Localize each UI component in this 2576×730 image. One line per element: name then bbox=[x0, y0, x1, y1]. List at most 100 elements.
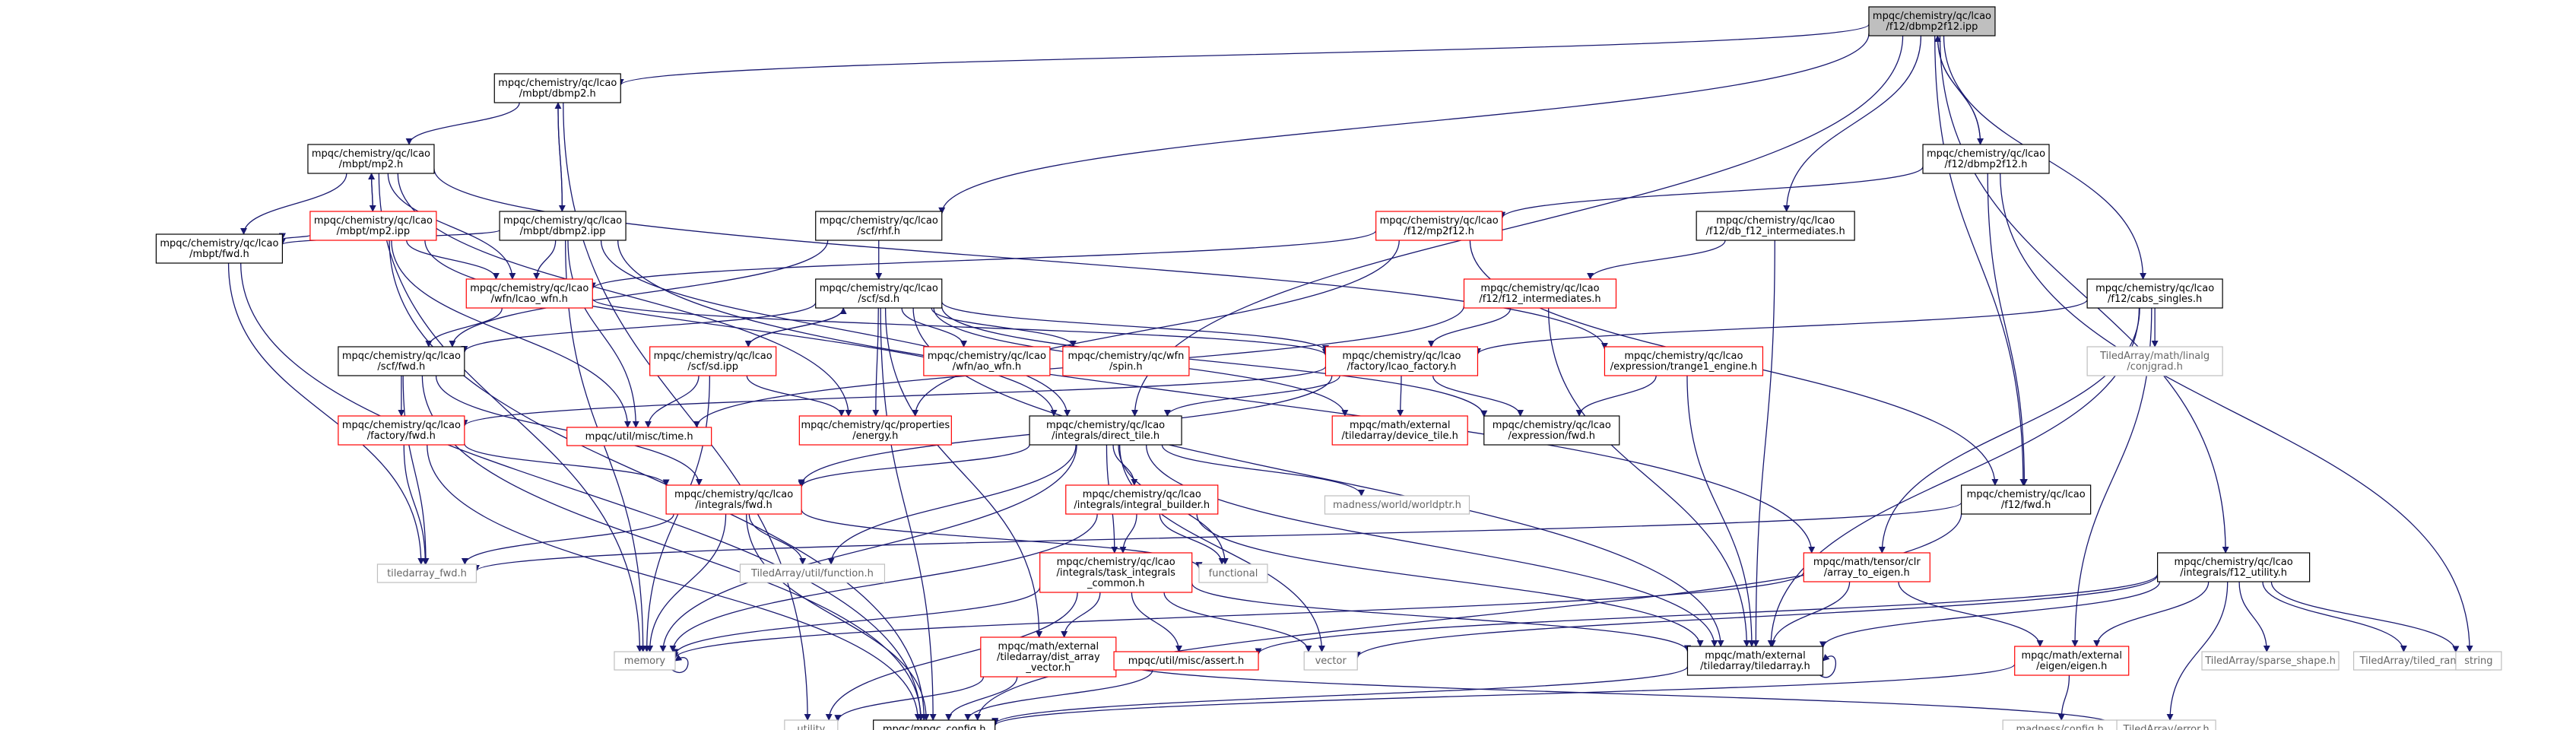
edge-f12utility-to-taerror bbox=[2166, 581, 2229, 721]
file-node-eigen[interactable]: mpqc/math/external/eigen/eigen.h bbox=[2014, 646, 2130, 676]
file-node-box bbox=[307, 144, 435, 174]
file-node-dbmp2ipp[interactable]: mpqc/chemistry/qc/lcao/mbpt/dbmp2.ipp bbox=[499, 211, 627, 241]
file-node-mp2h[interactable]: mpqc/chemistry/qc/lcao/mbpt/mp2.h bbox=[307, 144, 435, 174]
file-node-box bbox=[499, 211, 627, 241]
file-node-trange1[interactable]: mpqc/chemistry/qc/lcao/expression/trange… bbox=[1604, 346, 1764, 376]
file-node-exprfwd[interactable]: mpqc/chemistry/qc/lcao/expression/fwd.h bbox=[1483, 415, 1620, 446]
edge-taskint-to-tiledarrayh bbox=[1191, 582, 1691, 652]
edge-mp2ipp-to-directtile bbox=[424, 240, 1058, 417]
file-node-label: vector bbox=[1315, 655, 1347, 667]
file-node-sparseshape: TiledArray/sparse_shape.h bbox=[2201, 651, 2340, 671]
file-node-box bbox=[309, 211, 437, 241]
file-node-label: mpqc/util/misc/assert.h bbox=[1128, 655, 1245, 667]
file-node-label: mpqc/chemistry/qc/lcao bbox=[1624, 351, 1743, 362]
file-node-mpqcconfig[interactable]: mpqc/mpqc_config.h bbox=[873, 719, 996, 730]
file-node-tiledarrayh[interactable]: mpqc/math/external/tiledarray/tiledarray… bbox=[1686, 646, 1824, 676]
file-node-label: mpqc/chemistry/qc/lcao bbox=[1083, 489, 1201, 500]
edge-root-to-dbf12int bbox=[1783, 35, 1922, 212]
file-node-directtile[interactable]: mpqc/chemistry/qc/lcao/integrals/direct_… bbox=[1029, 415, 1182, 446]
file-node-box bbox=[815, 211, 943, 241]
file-node-distarray[interactable]: mpqc/math/external/tiledarray/dist_array… bbox=[980, 636, 1117, 678]
file-node-mbptfwd[interactable]: mpqc/chemistry/qc/lcao/mbpt/fwd.h bbox=[155, 233, 283, 264]
file-node-mp2ipp[interactable]: mpqc/chemistry/qc/lcao/mbpt/mp2.ipp bbox=[309, 211, 437, 241]
file-node-dbmp2h[interactable]: mpqc/chemistry/qc/lcao/mbpt/dbmp2.h bbox=[493, 73, 621, 103]
file-node-cabs[interactable]: mpqc/chemistry/qc/lcao/f12/cabs_singles.… bbox=[2086, 278, 2223, 309]
file-node-dbmp2f12h[interactable]: mpqc/chemistry/qc/lcao/f12/dbmp2f12.h bbox=[1922, 144, 2050, 174]
file-node-sdipp[interactable]: mpqc/chemistry/qc/lcao/scf/sd.ipp bbox=[649, 346, 777, 376]
edge-assert-to-mpqcconfig bbox=[964, 669, 1153, 721]
file-node-box bbox=[2014, 646, 2130, 676]
file-node-box bbox=[1113, 651, 1259, 671]
edge-intfwd-to-tafunc bbox=[748, 513, 807, 565]
file-node-lcaofactory[interactable]: mpqc/chemistry/qc/lcao/factory/lcao_fact… bbox=[1324, 346, 1479, 376]
file-node-box bbox=[1303, 651, 1358, 671]
file-node-spin[interactable]: mpqc/chemistry/qc/wfn/spin.h bbox=[1062, 346, 1190, 376]
file-node-time[interactable]: mpqc/util/misc/time.h bbox=[566, 427, 712, 446]
file-node-label: mpqc/chemistry/qc/lcao bbox=[1493, 420, 1611, 431]
file-node-label: TiledArray/tiled_range1.h bbox=[2359, 655, 2485, 667]
edge-intbuilder-to-tiledarrayh bbox=[1196, 513, 1704, 647]
edge-cabs-to-arraytoeigen bbox=[1878, 307, 2140, 554]
file-node-intbuilder[interactable]: mpqc/chemistry/qc/lcao/integrals/integra… bbox=[1065, 484, 1219, 515]
file-node-box bbox=[493, 73, 621, 103]
file-node-label: /f12/db_f12_intermediates.h bbox=[1706, 226, 1845, 237]
edge-scffwd-to-tafwd bbox=[402, 375, 430, 565]
file-node-f12fwd[interactable]: mpqc/chemistry/qc/lcao/f12/fwd.h bbox=[1961, 484, 2092, 515]
file-node-label: /integrals/integral_builder.h bbox=[1074, 500, 1210, 511]
file-node-label: /mbpt/fwd.h bbox=[189, 249, 249, 260]
file-node-box bbox=[155, 233, 283, 264]
file-node-f12int[interactable]: mpqc/chemistry/qc/lcao/f12/f12_intermedi… bbox=[1463, 278, 1617, 309]
file-node-box bbox=[1803, 552, 1930, 582]
file-node-scffwd[interactable]: mpqc/chemistry/qc/lcao/scf/fwd.h bbox=[338, 346, 465, 376]
edge-f12fwd-to-tafwd bbox=[473, 502, 1962, 572]
file-node-dbf12int[interactable]: mpqc/chemistry/qc/lcao/f12/db_f12_interm… bbox=[1696, 211, 1855, 241]
file-node-box bbox=[1062, 346, 1190, 376]
file-node-label: mpqc/chemistry/qc/lcao bbox=[1967, 489, 2086, 500]
file-node-assert[interactable]: mpqc/util/misc/assert.h bbox=[1113, 651, 1259, 671]
file-node-box bbox=[815, 278, 943, 309]
file-node-label: mpqc/chemistry/qc/lcao bbox=[654, 351, 772, 362]
edge-taskint-to-memory bbox=[671, 586, 1041, 656]
file-node-label: TiledArray/sparse_shape.h bbox=[2204, 655, 2336, 667]
file-node-box bbox=[2157, 552, 2311, 582]
file-node-utility: utility bbox=[784, 719, 839, 730]
edge-taskint-to-vector bbox=[1163, 592, 1312, 652]
file-node-scfsd[interactable]: mpqc/chemistry/qc/lcao/scf/sd.h bbox=[815, 278, 943, 309]
file-node-label: mpqc/chemistry/qc/lcao bbox=[1927, 148, 2045, 160]
file-node-worldptr: madness/world/worldptr.h bbox=[1324, 495, 1470, 515]
file-node-box bbox=[1868, 6, 1996, 36]
edge-root-to-f12utility bbox=[1939, 35, 2229, 554]
edge-taskint-to-assert bbox=[1131, 592, 1183, 652]
file-node-f12utility[interactable]: mpqc/chemistry/qc/lcao/integrals/f12_uti… bbox=[2157, 552, 2311, 582]
file-node-label: /wfn/ao_wfn.h bbox=[953, 361, 1021, 373]
file-node-intfwd[interactable]: mpqc/chemistry/qc/lcao/integrals/fwd.h bbox=[665, 484, 802, 515]
file-node-rhf[interactable]: mpqc/chemistry/qc/lcao/scf/rhf.h bbox=[815, 211, 943, 241]
file-node-factfwd[interactable]: mpqc/chemistry/qc/lcao/factory/fwd.h bbox=[338, 415, 465, 446]
file-nodes: mpqc/chemistry/qc/lcao/f12/dbmp2f12.ipp m… bbox=[155, 6, 2502, 730]
file-node-label: /integrals/direct_tile.h bbox=[1052, 430, 1160, 442]
file-node-label: functional bbox=[1209, 568, 1258, 579]
file-node-energy[interactable]: mpqc/chemistry/qc/properties/energy.h bbox=[798, 415, 952, 446]
edge-intfwd-to-memory bbox=[646, 513, 727, 652]
file-node-aowfn[interactable]: mpqc/chemistry/qc/lcao/wfn/ao_wfn.h bbox=[923, 346, 1051, 376]
edge-distarray-to-utility bbox=[834, 676, 985, 722]
file-node-box bbox=[923, 346, 1051, 376]
file-node-mp2f12[interactable]: mpqc/chemistry/qc/lcao/f12/mp2f12.h bbox=[1375, 211, 1503, 241]
file-node-label: /tiledarray/device_tile.h bbox=[1342, 430, 1458, 442]
file-node-root[interactable]: mpqc/chemistry/qc/lcao/f12/dbmp2f12.ipp bbox=[1868, 6, 1996, 36]
file-node-lcaowfn[interactable]: mpqc/chemistry/qc/lcao/wfn/lcao_wfn.h bbox=[465, 278, 593, 309]
file-node-label: mpqc/chemistry/qc/wfn bbox=[1068, 351, 1184, 362]
file-node-label: mpqc/math/external bbox=[1350, 420, 1451, 431]
edge-mp2f12-to-energy bbox=[912, 240, 1400, 417]
file-node-box bbox=[1324, 346, 1479, 376]
file-node-taskint[interactable]: mpqc/chemistry/qc/lcao/integrals/task_in… bbox=[1039, 552, 1193, 593]
file-node-box bbox=[1463, 278, 1617, 309]
edge-cabs-to-tiledarrayh bbox=[1767, 307, 2140, 647]
file-node-arraytoeigen[interactable]: mpqc/math/tensor/clr/array_to_eigen.h bbox=[1803, 552, 1930, 582]
file-node-label: memory bbox=[624, 655, 666, 667]
edge-mp2ipp-to-mpqcconfig bbox=[389, 240, 928, 721]
file-node-devtile[interactable]: mpqc/math/external/tiledarray/device_til… bbox=[1331, 415, 1468, 446]
file-node-label: /expression/fwd.h bbox=[1508, 430, 1596, 442]
edge-scfsd-to-aowfn bbox=[901, 307, 968, 348]
file-node-label: /scf/fwd.h bbox=[377, 361, 425, 373]
